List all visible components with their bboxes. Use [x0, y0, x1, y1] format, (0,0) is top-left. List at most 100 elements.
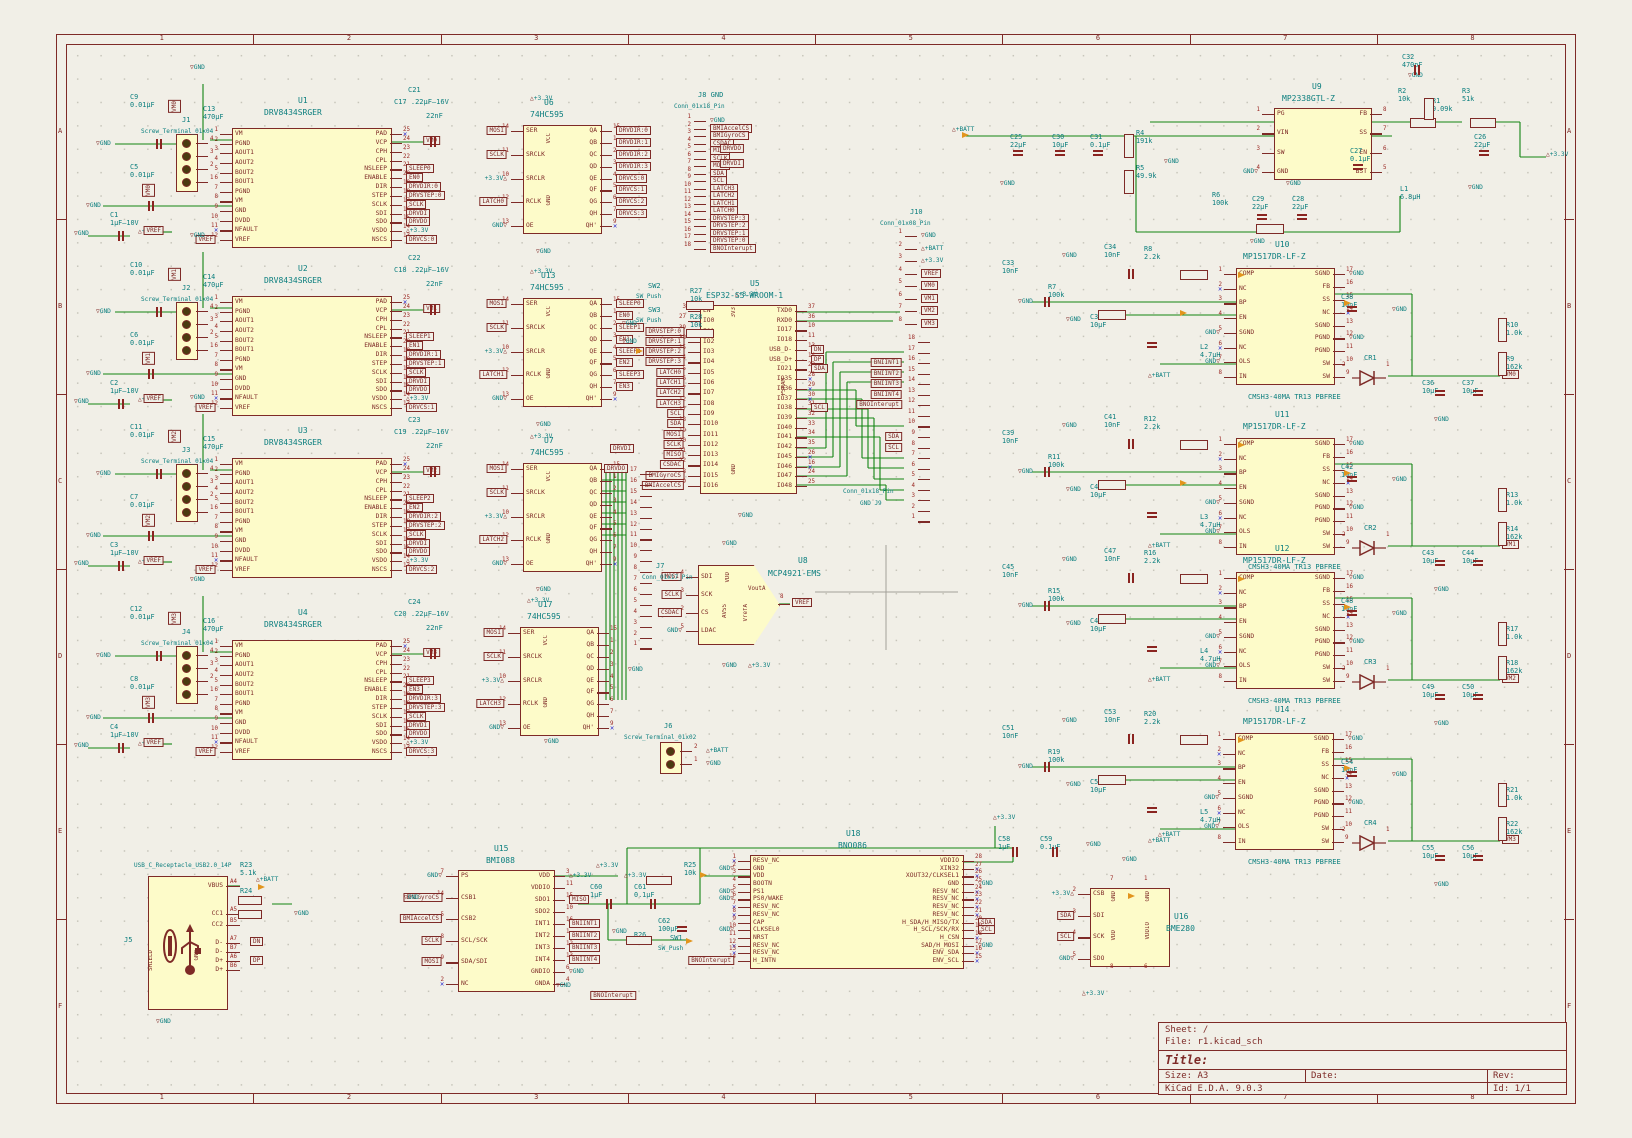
- global-label[interactable]: DRVDO: [604, 464, 629, 473]
- global-label[interactable]: DP: [811, 354, 825, 364]
- global-label[interactable]: SCLK: [406, 529, 427, 539]
- global-label[interactable]: VM1: [142, 352, 155, 365]
- ic-u11[interactable]: [1236, 438, 1335, 555]
- global-label[interactable]: DRVDO: [406, 729, 431, 739]
- global-label[interactable]: DN: [811, 344, 825, 354]
- global-label[interactable]: DRVDO: [406, 547, 431, 557]
- global-label[interactable]: SCL: [978, 925, 995, 935]
- screw-j1[interactable]: [176, 134, 198, 192]
- global-label[interactable]: SDA: [811, 364, 828, 374]
- global-label[interactable]: SCL: [1057, 932, 1074, 942]
- global-label[interactable]: EN2: [616, 358, 633, 368]
- global-label[interactable]: VM1: [168, 268, 181, 281]
- global-label[interactable]: BNOInterupt: [856, 400, 902, 410]
- global-label[interactable]: DRVCS:1: [406, 403, 438, 412]
- global-label[interactable]: DRVSTEP:1: [406, 358, 445, 368]
- global-label[interactable]: DRVDI: [406, 208, 431, 218]
- global-label[interactable]: DRVDIR:2: [616, 149, 651, 159]
- global-label[interactable]: DRVDI: [610, 444, 635, 453]
- global-label[interactable]: MOSI: [486, 464, 507, 473]
- global-label[interactable]: BMIGyroCS: [403, 892, 442, 902]
- global-label[interactable]: BNIINT3: [870, 379, 902, 389]
- ic-u14[interactable]: [1235, 733, 1334, 850]
- ic-u6[interactable]: [523, 125, 602, 234]
- global-label[interactable]: VM2: [168, 430, 181, 443]
- global-label[interactable]: BNIINT2: [569, 931, 601, 940]
- global-label[interactable]: MISO: [569, 895, 590, 904]
- global-label[interactable]: DRVDI: [406, 720, 431, 730]
- ic-u7[interactable]: [523, 463, 602, 572]
- global-label[interactable]: DRVSTEP:3: [406, 702, 445, 712]
- diode-icon[interactable]: [1352, 835, 1386, 851]
- global-label[interactable]: SCLK: [661, 590, 682, 599]
- global-label[interactable]: SLEEP0: [406, 164, 434, 174]
- global-label[interactable]: DRVCS:0: [406, 235, 438, 244]
- global-label[interactable]: LATCH0: [479, 197, 507, 207]
- global-label[interactable]: BNIINT4: [870, 389, 902, 399]
- global-label[interactable]: DRVDIR:0: [616, 126, 651, 135]
- global-label[interactable]: BNIINT3: [569, 943, 601, 952]
- global-label[interactable]: SDA: [1057, 910, 1074, 920]
- global-label[interactable]: DRVDO: [406, 385, 431, 395]
- global-label[interactable]: EN3: [406, 685, 423, 695]
- global-label[interactable]: VREF: [143, 394, 164, 403]
- global-label[interactable]: SLEEP2: [616, 346, 644, 356]
- global-label[interactable]: SCL: [667, 408, 684, 418]
- global-label[interactable]: EN1: [406, 341, 423, 351]
- global-label[interactable]: LATCH3: [476, 699, 504, 709]
- global-label[interactable]: SLEEP1: [406, 332, 434, 342]
- global-label[interactable]: EN3: [616, 382, 633, 392]
- diode-icon[interactable]: [1352, 540, 1386, 556]
- global-label[interactable]: EN1: [616, 334, 633, 344]
- global-label[interactable]: DRVDIR:3: [406, 694, 441, 703]
- diode-icon[interactable]: [1352, 370, 1386, 386]
- global-label[interactable]: DRVSTEP:0: [645, 326, 684, 336]
- screw-j2[interactable]: [176, 302, 198, 360]
- global-label[interactable]: MOSI: [486, 299, 507, 308]
- screw-j4[interactable]: [176, 646, 198, 704]
- global-label[interactable]: DRVCS:2: [616, 197, 648, 207]
- global-label[interactable]: SLEEP3: [616, 370, 644, 380]
- global-label[interactable]: DRVCS:2: [406, 565, 438, 574]
- title-block[interactable]: Sheet: / File: r1.kicad_sch Title: Size:…: [1158, 1022, 1567, 1095]
- global-label[interactable]: VM1: [921, 293, 938, 303]
- global-label[interactable]: DRVDIR:1: [406, 350, 441, 359]
- ic-u2[interactable]: [232, 296, 392, 416]
- global-label[interactable]: LATCH0: [656, 367, 684, 377]
- global-label[interactable]: LATCH3: [656, 398, 684, 408]
- global-label[interactable]: MISO: [663, 450, 684, 460]
- global-label[interactable]: VREF: [921, 268, 942, 278]
- screw-j6[interactable]: [660, 742, 682, 774]
- global-label[interactable]: DRVSTEP:1: [645, 336, 684, 346]
- global-label[interactable]: BMIAccelCS: [399, 914, 442, 924]
- global-label[interactable]: VREF: [195, 235, 216, 244]
- global-label[interactable]: DRVSTEP:3: [645, 357, 684, 367]
- global-label[interactable]: SCLK: [421, 935, 442, 945]
- global-label[interactable]: BNIINT4: [569, 955, 601, 964]
- global-label[interactable]: SDA: [667, 419, 684, 429]
- global-label[interactable]: DRVSTEP:2: [406, 520, 445, 530]
- global-label[interactable]: MOSI: [663, 429, 684, 439]
- global-label[interactable]: BNIINT1: [870, 358, 902, 368]
- global-label[interactable]: VM3: [142, 696, 155, 709]
- global-label[interactable]: VREF: [195, 747, 216, 756]
- global-label[interactable]: BNOInterupt: [590, 991, 636, 1000]
- ic-u1[interactable]: [232, 128, 392, 248]
- global-label[interactable]: DRVDIR:1: [616, 137, 651, 147]
- global-label[interactable]: DRVCS:0: [616, 173, 648, 183]
- global-label[interactable]: SLEEP2: [406, 494, 434, 504]
- global-label[interactable]: DRVCS:3: [406, 747, 438, 756]
- global-label[interactable]: SCLK: [486, 487, 507, 497]
- global-label[interactable]: DRVSTEP:2: [645, 347, 684, 357]
- global-label[interactable]: MOSI: [661, 572, 682, 581]
- global-label[interactable]: DRVSTEP:0: [406, 190, 445, 200]
- global-label[interactable]: BNIINT2: [870, 368, 902, 378]
- global-label[interactable]: EN0: [406, 173, 423, 183]
- global-label[interactable]: VM3: [168, 612, 181, 625]
- global-label[interactable]: CSDAC: [659, 460, 684, 470]
- ic-u18-bno086[interactable]: [750, 855, 964, 969]
- global-label[interactable]: VM2: [921, 306, 938, 315]
- global-label[interactable]: BNIINT1: [569, 919, 601, 928]
- global-label[interactable]: DRVDO: [406, 217, 431, 227]
